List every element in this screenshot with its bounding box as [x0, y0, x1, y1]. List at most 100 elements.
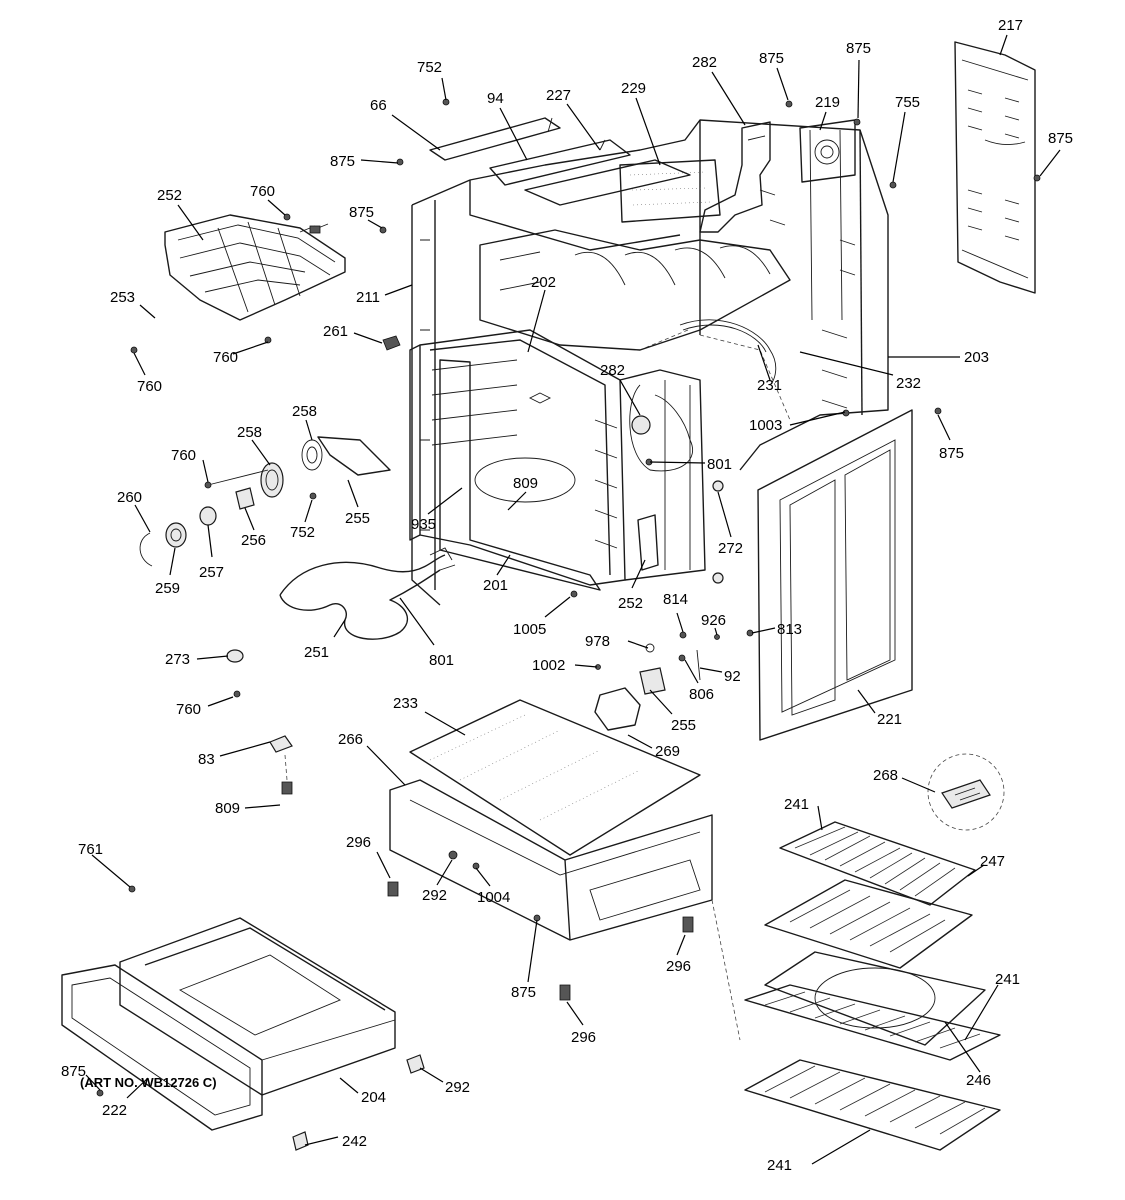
callout-296: 296: [346, 834, 371, 851]
light-assembly: [139, 436, 391, 567]
callout-266: 266: [338, 731, 363, 748]
callout-258: 258: [292, 403, 317, 420]
callout-875: 875: [939, 445, 964, 462]
callout-761: 761: [78, 841, 103, 858]
bake-element-251: [279, 547, 456, 640]
callout-875: 875: [759, 50, 784, 67]
callout-259: 259: [155, 580, 180, 597]
callout-752: 752: [417, 59, 442, 76]
callout-66: 66: [370, 97, 387, 114]
callout-809: 809: [513, 475, 538, 492]
callout-83: 83: [198, 751, 215, 768]
side-trim-221: [757, 409, 913, 741]
callout-260: 260: [117, 489, 142, 506]
insulation-233: [409, 699, 701, 856]
callout-809: 809: [215, 800, 240, 817]
callout-258: 258: [237, 424, 262, 441]
callout-261: 261: [323, 323, 348, 340]
callout-282: 282: [692, 54, 717, 71]
callout-252: 252: [157, 187, 182, 204]
callout-231: 231: [757, 377, 782, 394]
callout-752: 752: [290, 524, 315, 541]
callout-219: 219: [815, 94, 840, 111]
callout-292: 292: [422, 887, 447, 904]
callout-760: 760: [250, 183, 275, 200]
callout-875: 875: [61, 1063, 86, 1080]
art-number: (ART NO. WB12726 C): [80, 1075, 217, 1090]
callout-222: 222: [102, 1102, 127, 1119]
callout-292: 292: [445, 1079, 470, 1096]
top-rails: [429, 117, 691, 206]
callout-241: 241: [784, 796, 809, 813]
callout-227: 227: [546, 87, 571, 104]
callout-760: 760: [171, 447, 196, 464]
oven-body-203: [411, 119, 889, 606]
callout-875: 875: [846, 40, 871, 57]
callout-1002: 1002: [532, 657, 565, 674]
callout-221: 221: [877, 711, 902, 728]
wire-harness-231: [679, 319, 777, 386]
callout-875: 875: [349, 204, 374, 221]
callout-253: 253: [110, 289, 135, 306]
callout-1005: 1005: [513, 621, 546, 638]
insulation-229: [619, 159, 721, 223]
callout-296: 296: [571, 1029, 596, 1046]
callout-1003: 1003: [749, 417, 782, 434]
callout-203: 203: [964, 349, 989, 366]
callout-282: 282: [600, 362, 625, 379]
callout-801: 801: [429, 652, 454, 669]
callout-202: 202: [531, 274, 556, 291]
callout-978: 978: [585, 633, 610, 650]
broil-element-252: [164, 214, 346, 321]
callout-814: 814: [663, 591, 688, 608]
callout-233: 233: [393, 695, 418, 712]
small-parts-left: [226, 649, 293, 795]
callout-256: 256: [241, 532, 266, 549]
callout-242: 242: [342, 1133, 367, 1150]
callout-229: 229: [621, 80, 646, 97]
callout-211: 211: [356, 289, 380, 306]
callout-92: 92: [724, 668, 741, 685]
callout-760: 760: [213, 349, 238, 366]
front-bracket-252: [570, 480, 724, 598]
inset-268: [927, 753, 1005, 831]
callout-201: 201: [483, 577, 508, 594]
part-drawings: [61, 41, 1041, 1151]
callout-760: 760: [176, 701, 201, 718]
callout-875: 875: [1048, 130, 1073, 147]
callout-760: 760: [137, 378, 162, 395]
hinge-hardware: [594, 629, 754, 731]
callout-926: 926: [701, 612, 726, 629]
callout-217: 217: [998, 17, 1023, 34]
oven-liner-202: [409, 329, 706, 586]
callout-labels: 752 94 227 229 282 875 875 217 66 219 75…: [61, 17, 1073, 1174]
callout-801: 801: [707, 456, 732, 473]
callout-268: 268: [873, 767, 898, 784]
callout-875: 875: [511, 984, 536, 1001]
callout-255: 255: [671, 717, 696, 734]
side-panel-217: [954, 41, 1036, 294]
callout-204: 204: [361, 1089, 386, 1106]
callout-257: 257: [199, 564, 224, 581]
callout-296: 296: [666, 958, 691, 975]
vent-duct-282: [699, 121, 771, 233]
screws: [96, 98, 1041, 1097]
callout-755: 755: [895, 94, 920, 111]
callout-247: 247: [980, 853, 1005, 870]
callout-255: 255: [345, 510, 370, 527]
callout-273: 273: [165, 651, 190, 668]
callout-935: 935: [411, 516, 436, 533]
leader-lines: [85, 34, 1061, 1165]
callout-806: 806: [689, 686, 714, 703]
callout-272: 272: [718, 540, 743, 557]
callout-252: 252: [618, 595, 643, 612]
callout-1004: 1004: [477, 889, 510, 906]
callout-269: 269: [655, 743, 680, 760]
callout-875: 875: [330, 153, 355, 170]
lamp-wiring-282: [629, 384, 693, 472]
latch-261: [382, 335, 401, 351]
callout-94: 94: [487, 90, 504, 107]
oven-racks: [744, 821, 1001, 1151]
base-frame-266: [389, 779, 741, 1041]
